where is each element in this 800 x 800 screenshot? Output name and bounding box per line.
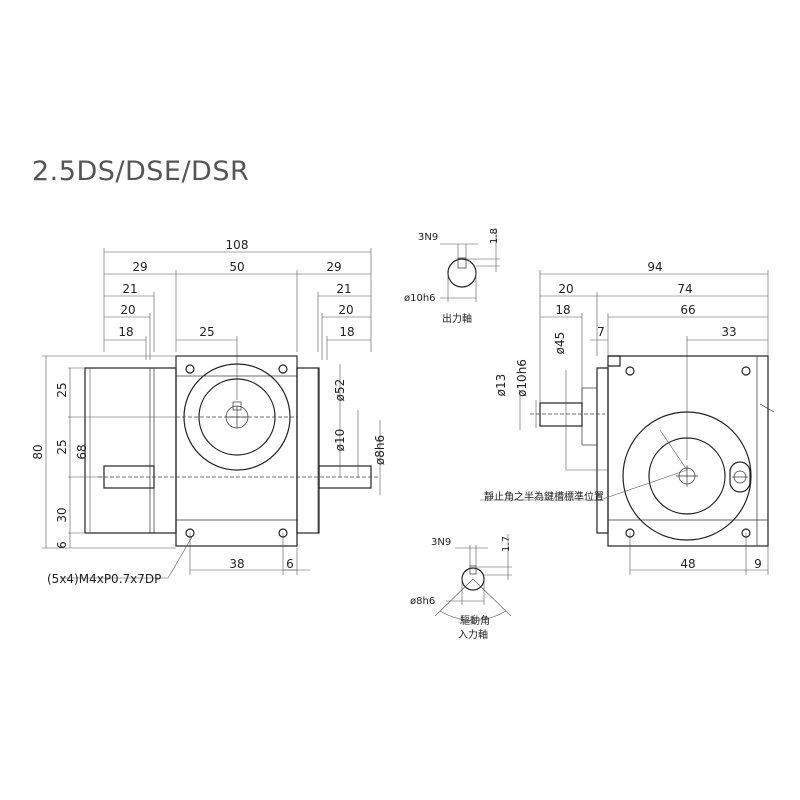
dim-phi52: ø52 — [333, 379, 347, 402]
key-position-note: 靜止角之半為鍵槽標準位置 — [484, 490, 604, 503]
dim-30: 30 — [55, 507, 69, 522]
output-key-depth: 1.8 — [489, 228, 500, 244]
input-key-width: 3N9 — [431, 537, 451, 548]
dim-29-right: 29 — [326, 260, 341, 274]
dim-68: 68 — [75, 444, 89, 459]
dim-phi10h6: ø10h6 — [515, 359, 529, 397]
input-shaft-detail: 3N9 1.7 ø8h6 驅動角 入力軸 — [410, 534, 512, 641]
dim-48: 48 — [680, 557, 695, 571]
dim-6-horizontal: 6 — [286, 557, 294, 571]
dim-21-right: 21 — [336, 282, 351, 296]
dim-108: 108 — [226, 238, 249, 252]
dim-50: 50 — [229, 260, 244, 274]
drawing-title: 2.5DS/DSE/DSR — [32, 156, 250, 187]
dim-phi13: ø13 — [494, 374, 508, 397]
dim-phi10: ø10 — [333, 429, 347, 452]
dim-25-lower: 25 — [55, 439, 69, 454]
dim-33: 33 — [721, 325, 736, 339]
output-key-width: 3N9 — [418, 232, 438, 243]
dim-29-left: 29 — [132, 260, 147, 274]
dim-38: 38 — [229, 557, 244, 571]
output-shaft-diameter: ø10h6 — [404, 293, 436, 304]
dim-80: 80 — [31, 444, 45, 459]
dim-74: 74 — [677, 282, 692, 296]
front-view: 108 29 50 29 21 21 20 20 18 18 25 80 25 … — [31, 238, 387, 586]
output-shaft-detail: 3N9 1.8 ø10h6 出力軸 — [404, 228, 500, 325]
input-shaft-label: 入力軸 — [458, 628, 488, 641]
tap-callout: (5x4)M4xP0.7x7DP — [47, 572, 161, 586]
dim-20-right: 20 — [338, 303, 353, 317]
dim-9: 9 — [754, 557, 762, 571]
dim-25-top: 25 — [199, 325, 214, 339]
dim-21-left: 21 — [122, 282, 137, 296]
dim-94: 94 — [647, 260, 662, 274]
dim-66: 66 — [680, 303, 695, 317]
dim-phi45: ø45 — [553, 332, 567, 355]
input-shaft-diameter: ø8h6 — [410, 596, 435, 607]
dim-25-upper: 25 — [55, 382, 69, 397]
dim-20-side: 20 — [558, 282, 573, 296]
output-shaft-label: 出力軸 — [442, 312, 472, 325]
dim-18-right: 18 — [339, 325, 354, 339]
input-key-depth: 1.7 — [501, 536, 512, 552]
dim-phi8h6: ø8h6 — [373, 435, 387, 465]
side-view: 94 20 74 18 66 7 33 ø45 ø13 ø10h6 靜止角之半為… — [480, 260, 775, 575]
drive-angle-label: 驅動角 — [460, 614, 490, 627]
dim-6-vertical: 6 — [55, 541, 69, 549]
dim-7: 7 — [597, 325, 605, 339]
dim-20-left: 20 — [120, 303, 135, 317]
dim-18-left: 18 — [118, 325, 133, 339]
dim-18-side: 18 — [555, 303, 570, 317]
